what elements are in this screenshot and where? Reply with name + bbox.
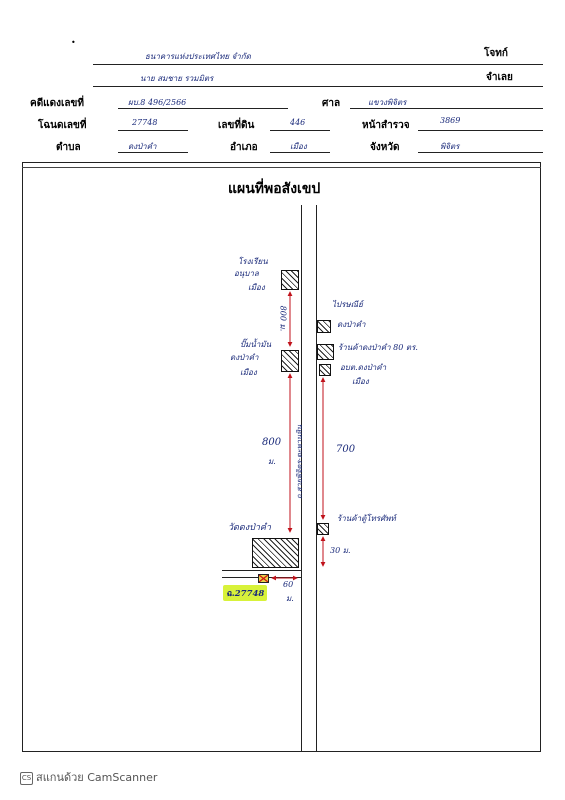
- building-shop: [317, 344, 334, 360]
- cross-road-top: [222, 570, 301, 571]
- land-no-line: [270, 130, 330, 131]
- deed-no-label: โฉนดเลขที่: [38, 120, 87, 131]
- temple-label: วัดดงป่าคำ: [228, 523, 271, 533]
- province-line: [418, 152, 543, 153]
- phone-booth-label: ร้านค้าตู้โทรศัพท์: [337, 514, 396, 523]
- property-cross-icon: [259, 575, 268, 582]
- gas-label-1: ปั๊มน้ำมัน: [240, 340, 272, 349]
- map-title: แผนที่พอสังเขป: [228, 181, 321, 197]
- building-sao: [319, 364, 331, 376]
- defendant-line: [93, 86, 543, 87]
- distance-3: 700: [336, 444, 356, 455]
- post-label-1: ไปรษณีย์: [332, 300, 363, 309]
- plaintiff-line: [93, 64, 543, 65]
- school-label-2: อนุบาล: [234, 269, 259, 278]
- land-no-value: 446: [290, 118, 306, 127]
- plaintiff-label: โจทก์: [484, 48, 508, 59]
- road-right-edge: [316, 205, 317, 752]
- subdistrict-value: ดงป่าคำ: [128, 142, 157, 151]
- gas-label-2: ดงป่าคำ: [230, 353, 259, 362]
- shop-label: ร้านค้าดงป่าคำ 80 ตร.: [338, 343, 418, 352]
- province-label: จังหวัด: [370, 142, 400, 153]
- survey-page-value: 3869: [440, 116, 461, 125]
- distance-2b: ม.: [268, 457, 276, 466]
- school-label-1: โรงเรียน: [238, 257, 268, 266]
- building-phone-booth: [317, 523, 329, 535]
- gas-label-3: เมือง: [240, 368, 257, 377]
- sao-label-1: อบต.ดงป่าคำ: [340, 363, 387, 372]
- survey-page-label: หน้าสำรวจ: [362, 120, 410, 131]
- defendant-label: จำเลย: [486, 72, 513, 83]
- building-gas-station: [281, 350, 299, 372]
- district-line: [270, 152, 330, 153]
- district-value: เมือง: [290, 142, 307, 151]
- province-value: พิจิตร: [440, 142, 460, 151]
- map-frame: [22, 162, 541, 752]
- black-case-value: ผบ.8 496/2566: [128, 98, 187, 107]
- building-temple: [252, 538, 299, 568]
- map-frame-top-rule: [22, 167, 541, 168]
- camscanner-icon: CS: [20, 771, 33, 785]
- road-left-edge: [301, 205, 302, 752]
- land-no-label: เลขที่ดิน: [218, 120, 255, 131]
- post-label-2: ดงป่าคำ: [337, 320, 366, 329]
- school-label-3: เมือง: [248, 283, 265, 292]
- subdistrict-line: [118, 152, 188, 153]
- court-line: [350, 108, 543, 109]
- court-value: แขวงพิจิตร: [368, 98, 407, 107]
- court-label: ศาล: [322, 98, 341, 109]
- bullet-mark: •: [71, 38, 76, 47]
- property-label: ฉ.27748: [223, 585, 268, 601]
- subdistrict-label: ตำบล: [56, 142, 81, 153]
- defendant-value: นาย สมชาย รวมมิตร: [140, 74, 214, 83]
- scanner-text: สแกนด้วย CamScanner: [36, 771, 158, 784]
- district-label: อำเภอ: [230, 142, 258, 153]
- deed-no-line: [118, 130, 188, 131]
- distance-4: 30 ม.: [330, 546, 351, 555]
- distance-5b: ม.: [286, 594, 294, 603]
- building-post-office: [317, 320, 331, 333]
- plaintiff-value: ธนาคารแห่งประเทศไทย จำกัด: [145, 52, 251, 61]
- distance-2a: 800: [262, 437, 282, 448]
- survey-page-line: [418, 130, 543, 131]
- sao-label-2: เมือง: [352, 377, 369, 386]
- distance-5a: 60: [283, 580, 294, 589]
- building-school: [281, 270, 299, 290]
- property-marker: [258, 574, 269, 583]
- deed-no-value: 27748: [132, 118, 158, 127]
- distance-1: 800 ม.: [278, 305, 288, 332]
- black-case-label: คดีแดงเลขที่: [30, 98, 84, 109]
- black-case-line: [118, 108, 288, 109]
